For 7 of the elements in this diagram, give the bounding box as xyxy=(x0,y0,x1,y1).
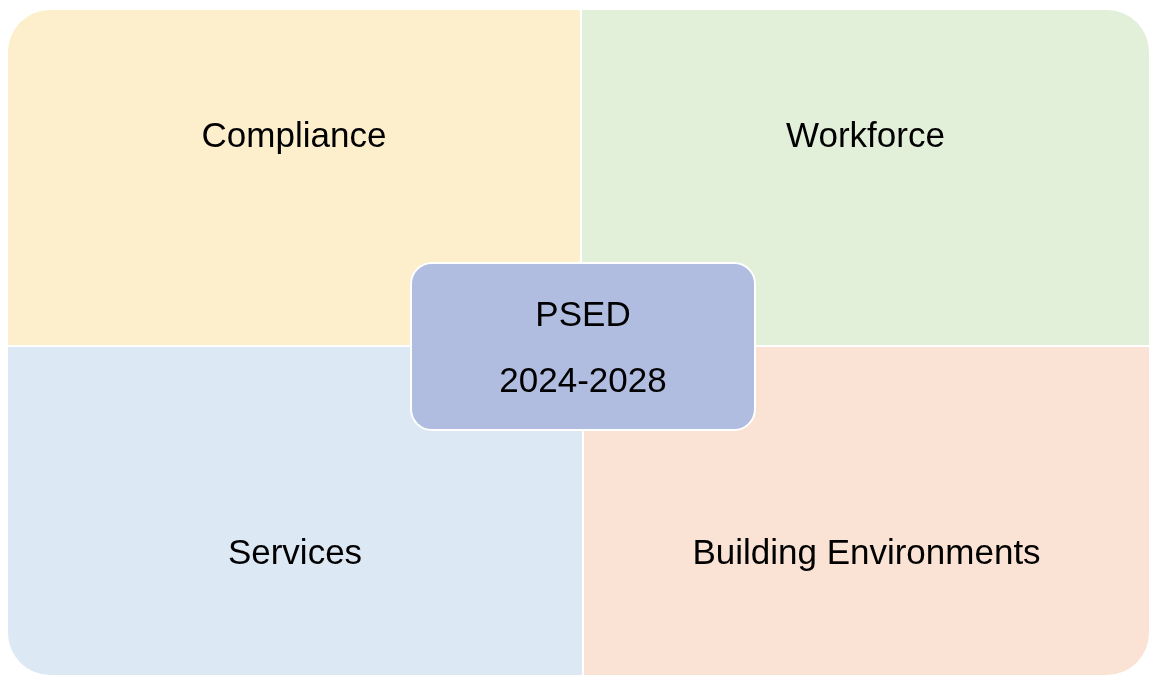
quadrant-title: Workforce xyxy=(785,115,946,155)
date-range: 2024-2028 xyxy=(498,360,668,400)
quadrant-title: Services xyxy=(226,532,364,572)
quadrant-title: Building Environments xyxy=(691,532,1042,572)
center-box xyxy=(410,262,756,431)
quadrant-title: Compliance xyxy=(200,115,388,155)
center-title: PSED xyxy=(534,294,632,334)
